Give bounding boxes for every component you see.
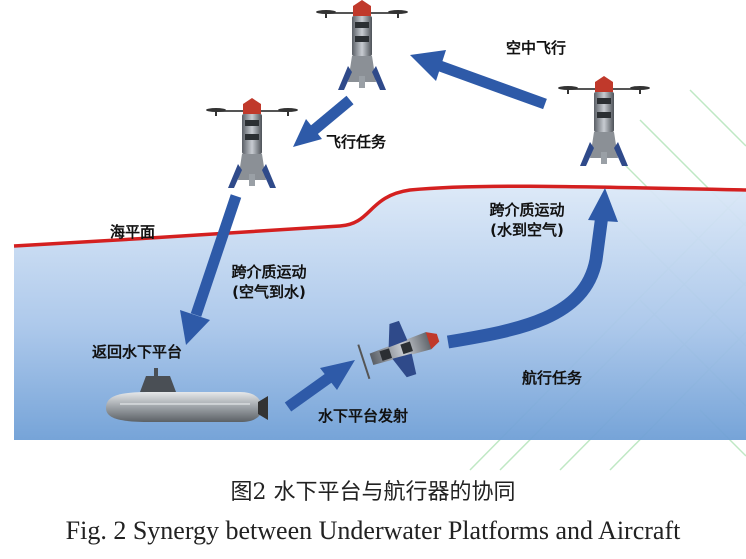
caption-en: Fig. 2 Synergy between Underwater Platfo… — [65, 516, 681, 545]
vehicle-icon — [357, 320, 440, 380]
arrow-flight-mission — [293, 95, 354, 147]
submarine-icon — [106, 368, 268, 422]
label-return-platform: 返回水下平台 — [92, 343, 183, 361]
label-launch: 水下平台发射 — [318, 407, 409, 425]
label-cross-medium-down-line2: (空气到水) — [232, 283, 306, 301]
label-air-flight: 空中飞行 — [506, 39, 567, 57]
arrow-navigation-up — [446, 188, 618, 349]
label-cross-medium-up-line2: (水到空气) — [490, 221, 564, 239]
drone-icon — [205, 97, 299, 189]
label-cross-medium-down-line1: 跨介质运动 — [231, 263, 307, 281]
label-navigation-mission: 航行任务 — [522, 369, 583, 387]
drone-icon — [315, 0, 409, 91]
caption-zh: 图2 水下平台与航行器的协同 — [230, 480, 516, 505]
sea-level-line — [13, 184, 746, 248]
label-flight-mission: 飞行任务 — [326, 133, 387, 151]
arrow-air-flight — [410, 50, 547, 110]
arrow-return-down — [180, 194, 242, 345]
arrow-launch — [284, 360, 355, 412]
label-cross-medium-up-line1: 跨介质运动 — [489, 201, 565, 219]
water-body — [14, 186, 746, 440]
label-sea-level: 海平面 — [110, 223, 156, 241]
label-cross-medium-down: 跨介质运动 (空气到水) — [214, 262, 324, 302]
label-cross-medium-up: 跨介质运动 (水到空气) — [472, 200, 582, 240]
drone-icon — [557, 75, 651, 167]
